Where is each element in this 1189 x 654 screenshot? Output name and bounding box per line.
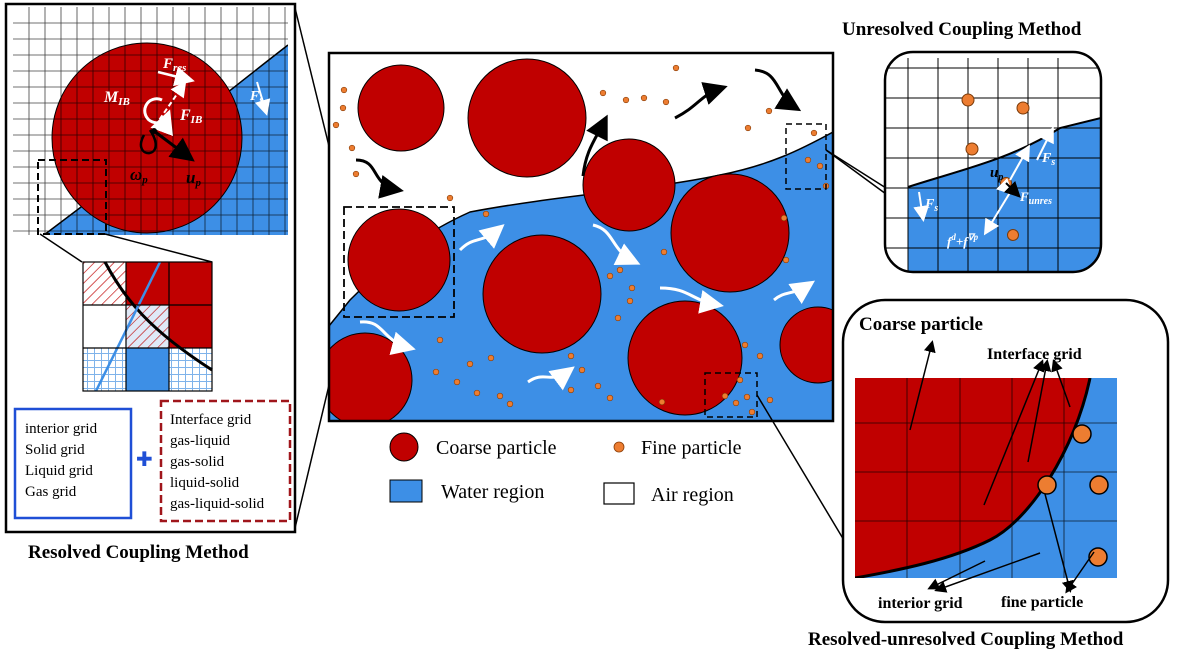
omega-rotation [139, 129, 157, 155]
legend-water-label: Water region [441, 481, 544, 503]
coarse-particles [329, 58, 833, 421]
legend-air-label: Air region [651, 484, 734, 506]
resolved-panel: Fres MIB FIB Fs ωp up [4, 2, 297, 534]
detail-annotations [909, 340, 1095, 594]
unresolved-zoom-box [785, 123, 827, 190]
f-s-left-label: Fs [924, 197, 938, 214]
grid-type-interior: interior grid [25, 421, 98, 437]
zoom-selection-box [37, 159, 107, 235]
resolved-zoom-box [343, 206, 455, 318]
grid-type-gas: Gas grid [25, 484, 77, 500]
detail-coarse-label: Coarse particle [859, 314, 983, 335]
plus-icon: ✚ [136, 447, 153, 471]
coarse-particle-detail [855, 378, 1090, 578]
air-flow-arrows [355, 68, 802, 199]
f-s-right-label: Fs [1041, 151, 1055, 168]
center-frame [327, 51, 835, 423]
omega-p-label: ωp [130, 165, 148, 186]
interface-grid-title: Interface grid [170, 412, 252, 428]
detail-panel: Coarse particle Interface grid interior … [841, 298, 1170, 624]
interface-gas-solid: gas-solid [170, 454, 225, 470]
f-s-arrow [254, 81, 271, 116]
coarse-particle-zoom [51, 42, 243, 234]
legend-water-swatch [389, 479, 423, 503]
legend: Coarse particle Fine particle Water regi… [389, 432, 742, 506]
legend-coarse-swatch [389, 432, 419, 462]
interface-gas-liquid: gas-liquid [170, 433, 230, 449]
grid-type-solid: Solid grid [25, 442, 85, 458]
fine-particles [332, 64, 830, 416]
grid-types-box [13, 407, 133, 520]
resolved-title: Resolved Coupling Method [28, 542, 249, 563]
unresolved-frame [883, 50, 1103, 274]
m-ib-rotation [143, 97, 173, 137]
u-p-label-unresolved: up [990, 165, 1003, 183]
u-p-arrow [153, 129, 195, 162]
resolved-zoom-view [13, 7, 288, 235]
detail-interface-label: Interface grid [987, 346, 1082, 363]
fluid-grid [13, 7, 288, 235]
f-s-left-arrow [913, 191, 930, 222]
resolved-unresolved-title: Resolved-unresolved Coupling Method [808, 629, 1124, 650]
force-expression: fd+f∇p [947, 232, 979, 249]
fine-particles-detail [1037, 424, 1109, 567]
legend-fine-swatch [613, 441, 625, 453]
interface-gas-liquid-solid: gas-liquid-solid [170, 496, 265, 512]
f-unres-label: Funres [1019, 189, 1052, 207]
detail-grid [855, 378, 1117, 578]
f-res-arrow [157, 66, 195, 87]
interface-grid-box [159, 399, 292, 523]
u-p-arrow-unresolved [1009, 144, 1030, 181]
detail-interior-label: interior grid [878, 595, 963, 612]
legend-coarse-label: Coarse particle [436, 437, 557, 459]
detail-fine-label: fine particle [1001, 594, 1083, 611]
interface-liquid-solid: liquid-solid [170, 475, 240, 491]
grid-type-liquid: Liquid grid [25, 463, 93, 479]
f-res-label: Fres [162, 56, 186, 74]
legend-fine-label: Fine particle [641, 437, 742, 459]
f-ib-label: FIB [179, 107, 202, 126]
u-p-label: up [186, 168, 201, 189]
water-flow-arrows [359, 223, 815, 391]
unresolved-title: Unresolved Coupling Method [842, 19, 1082, 40]
grid-cell-detail [82, 261, 213, 392]
legend-air-swatch [603, 482, 635, 505]
f-s-right-arrow [1036, 126, 1054, 161]
center-domain [327, 51, 835, 423]
unresolved-panel: Fs Fs up Funres fd+f∇p [883, 50, 1103, 274]
m-ib-label: MIB [103, 89, 130, 108]
f-s-label: Fs [249, 89, 263, 106]
